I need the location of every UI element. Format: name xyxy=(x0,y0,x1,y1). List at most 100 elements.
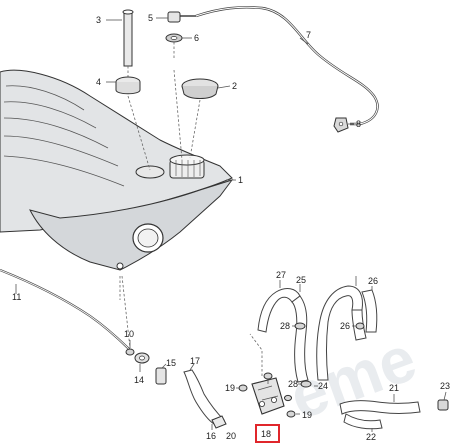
callout-28a: 28 xyxy=(280,321,290,331)
callout-26a: 26 xyxy=(368,276,378,286)
callout-23: 23 xyxy=(440,381,450,391)
leader-2 xyxy=(217,85,231,89)
part-28-clamp xyxy=(294,322,306,330)
callout-8: 8 xyxy=(356,119,361,129)
leader-15 xyxy=(161,363,167,369)
callout-25: 25 xyxy=(296,275,306,285)
part-22-hose xyxy=(343,413,383,430)
washer-hole xyxy=(139,355,145,361)
callout-19a: 19 xyxy=(225,383,235,393)
nut-19b xyxy=(286,410,296,418)
callout-1: 1 xyxy=(238,175,243,185)
callout-19b: 19 xyxy=(302,410,312,420)
part-5-fitting xyxy=(167,11,196,23)
part-26-hose xyxy=(361,289,378,333)
callout-26b: 26 xyxy=(340,321,350,331)
callout-6: 6 xyxy=(194,33,199,43)
leader-7 xyxy=(299,37,309,45)
part-20-screw xyxy=(263,372,273,380)
callout-14: 14 xyxy=(134,375,144,385)
filler-neck-opening xyxy=(169,154,205,166)
callout-5: 5 xyxy=(148,13,153,23)
part-23-plug xyxy=(437,399,449,411)
leader-17 xyxy=(189,363,195,371)
tank-lower-body xyxy=(29,179,234,271)
assembly-line xyxy=(121,275,131,349)
tank-rib xyxy=(3,101,97,129)
filler-tube xyxy=(123,11,133,67)
fitting-body xyxy=(167,11,181,23)
part-19-nut xyxy=(286,410,296,418)
fitting-15-body xyxy=(155,367,167,385)
clamp-28a xyxy=(294,322,306,330)
nut-19a xyxy=(238,384,248,392)
tank-rib xyxy=(3,155,125,187)
callout-4: 4 xyxy=(96,77,101,87)
callout-27: 27 xyxy=(276,270,286,280)
highlight-box-18[interactable] xyxy=(255,424,280,443)
assembly-line xyxy=(127,66,151,171)
assembly-line xyxy=(189,99,201,159)
callout-22: 22 xyxy=(366,432,376,442)
fuel-cap-body xyxy=(181,85,219,99)
tank-rib xyxy=(3,117,109,149)
pump-flange xyxy=(135,165,165,179)
filler-tube-top xyxy=(122,9,134,15)
nut-body xyxy=(125,348,135,356)
part-3-filler-tube xyxy=(122,9,134,67)
callout-11: 11 xyxy=(12,292,21,302)
assembly-line xyxy=(173,42,183,161)
callout-10: 10 xyxy=(124,329,134,339)
callout-2: 2 xyxy=(232,81,237,91)
part-11-fuel-line xyxy=(0,268,133,353)
clamp-26 xyxy=(355,322,365,330)
tank-rib xyxy=(3,135,119,167)
part-7-vent-hose-inner xyxy=(195,6,378,125)
bracket-hole xyxy=(270,396,277,403)
callout-3: 3 xyxy=(96,15,101,25)
callout-7: 7 xyxy=(306,30,311,40)
callout-18[interactable]: 18 xyxy=(261,429,271,439)
assembly-line xyxy=(249,333,263,376)
callout-24: 24 xyxy=(318,381,328,391)
clamp-28b xyxy=(300,380,312,388)
filler-neck-threads xyxy=(175,160,201,177)
part-14-washer xyxy=(134,352,150,364)
callout-21: 21 xyxy=(389,383,399,393)
grommet-hole xyxy=(170,36,178,40)
part-15-fitting xyxy=(155,367,167,385)
drain-fitting xyxy=(116,262,124,270)
part-19-nut xyxy=(238,384,248,392)
callout-20: 20 xyxy=(226,431,236,441)
tank-rib xyxy=(5,85,85,111)
part-8-clip xyxy=(333,117,349,133)
bracket-hole xyxy=(258,400,265,407)
part-4-cap-ring xyxy=(115,76,141,95)
callout-28b: 28 xyxy=(288,379,298,389)
nut-24 xyxy=(284,394,292,402)
part-11-fuel-line-inner xyxy=(0,269,133,353)
part-2-fuel-cap xyxy=(181,78,219,99)
leader-23 xyxy=(443,391,447,401)
part-6-grommet xyxy=(165,33,183,43)
part-25-hose xyxy=(291,295,309,383)
part-28-clamp xyxy=(300,380,312,388)
callout-17: 17 xyxy=(190,356,200,366)
part-17-hose xyxy=(183,369,225,425)
plug-body xyxy=(437,399,449,411)
side-opening-inner xyxy=(137,228,159,248)
cap-ring-body xyxy=(115,82,141,95)
screw-head xyxy=(263,372,273,380)
part-24-nut xyxy=(284,394,292,402)
part-26-clamp xyxy=(355,322,365,330)
part-10-nut xyxy=(125,348,135,356)
clip-hole xyxy=(338,121,344,127)
callout-16: 16 xyxy=(206,431,216,441)
callout-15: 15 xyxy=(166,358,176,368)
part-7-vent-hose xyxy=(195,6,379,126)
part-27-hose xyxy=(257,288,301,333)
part-18-bracket xyxy=(251,377,285,415)
part-21-hose xyxy=(339,400,421,415)
